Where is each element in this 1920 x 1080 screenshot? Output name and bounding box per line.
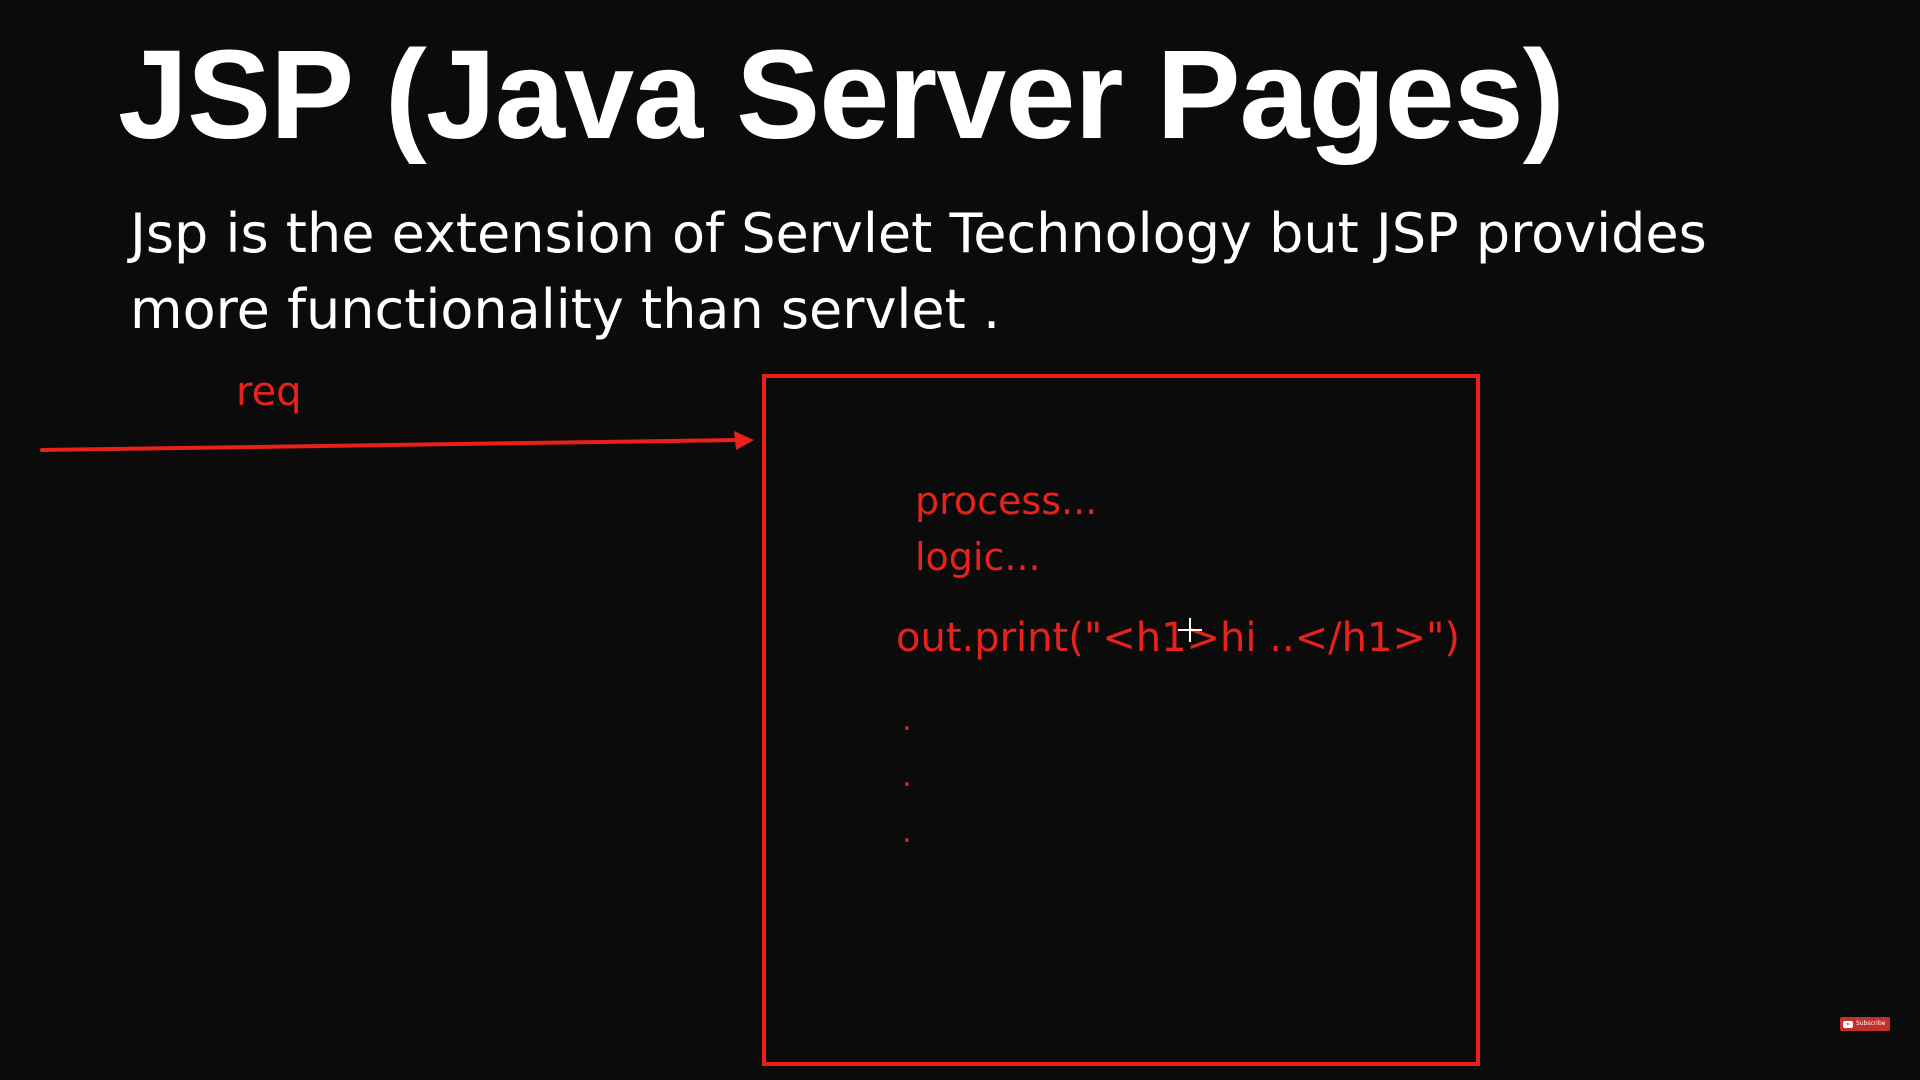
ellipsis-dot: . — [902, 703, 912, 738]
youtube-play-icon — [1843, 1020, 1853, 1028]
subscribe-button[interactable]: Subscribe — [1840, 1017, 1890, 1031]
ellipsis-dot: . — [902, 815, 912, 850]
slide-title: JSP (Java Server Pages) — [118, 24, 1565, 165]
request-arrow-head — [734, 431, 754, 450]
crosshair-cursor-icon — [1178, 618, 1202, 642]
ellipsis-dot: . — [902, 759, 912, 794]
subscribe-label: Subscribe — [1856, 1020, 1886, 1027]
slide-body-text: Jsp is the extension of Servlet Technolo… — [130, 202, 1707, 341]
logic-text: logic... — [915, 535, 1041, 579]
request-arrow-line — [40, 438, 740, 452]
print-statement-text: out.print("<h1>hi ..</h1>") — [896, 615, 1460, 661]
server-box — [762, 374, 1480, 1066]
request-label: req — [236, 369, 302, 415]
process-text: process... — [915, 479, 1098, 523]
